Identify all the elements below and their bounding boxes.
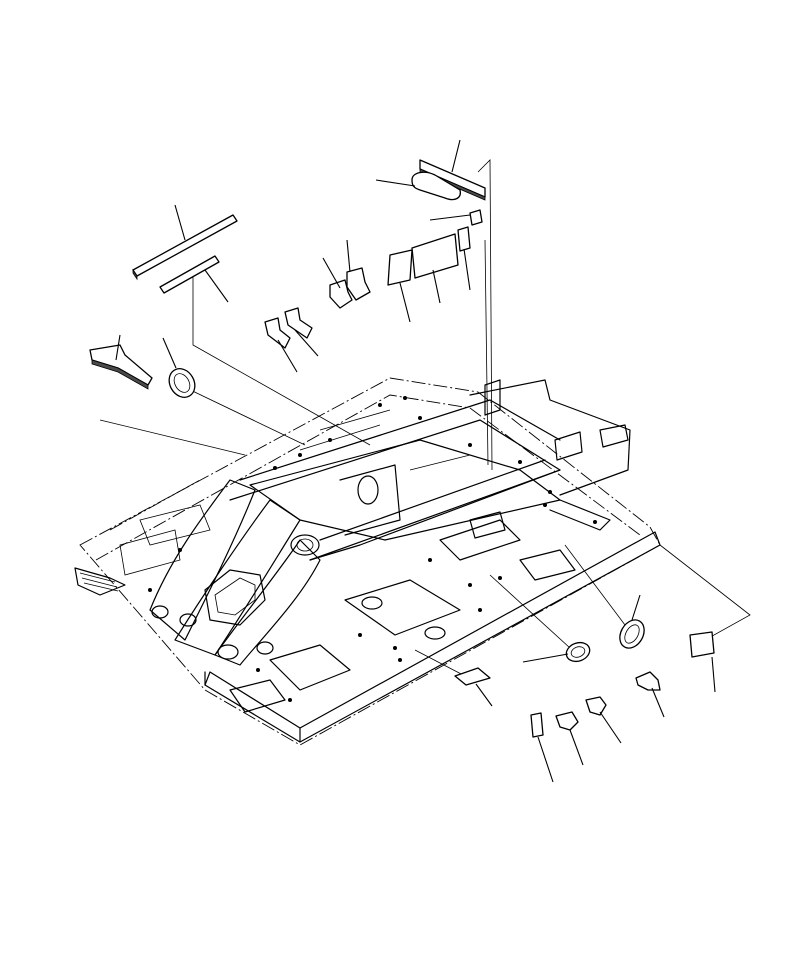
grommet-ring-right-upper	[619, 619, 645, 649]
grommet-ring-right-lower	[565, 641, 591, 663]
grommet-ring-left	[168, 368, 196, 398]
long-seal-strip-2	[159, 255, 220, 294]
small-pad-lower-2	[555, 711, 579, 731]
small-pad-d	[346, 267, 371, 301]
guide-lines	[99, 159, 751, 677]
thin-bar	[457, 226, 471, 252]
narrow-pad-lower	[530, 712, 544, 738]
flat-panel-left	[387, 249, 413, 286]
corner-pad-right	[635, 671, 661, 691]
square-pad-right	[689, 631, 715, 658]
angled-cover-plate	[89, 344, 153, 390]
flat-sheet-lower	[454, 667, 491, 686]
small-pad-lower-1	[585, 696, 607, 716]
small-pad-a	[264, 317, 291, 349]
small-pad-b	[284, 307, 313, 339]
flat-panel-center	[411, 233, 459, 279]
long-seal-strip-1	[132, 214, 238, 281]
small-block	[469, 209, 483, 226]
rounded-pad	[411, 171, 461, 201]
leader-lines	[115, 139, 716, 783]
main-frame	[74, 377, 661, 746]
